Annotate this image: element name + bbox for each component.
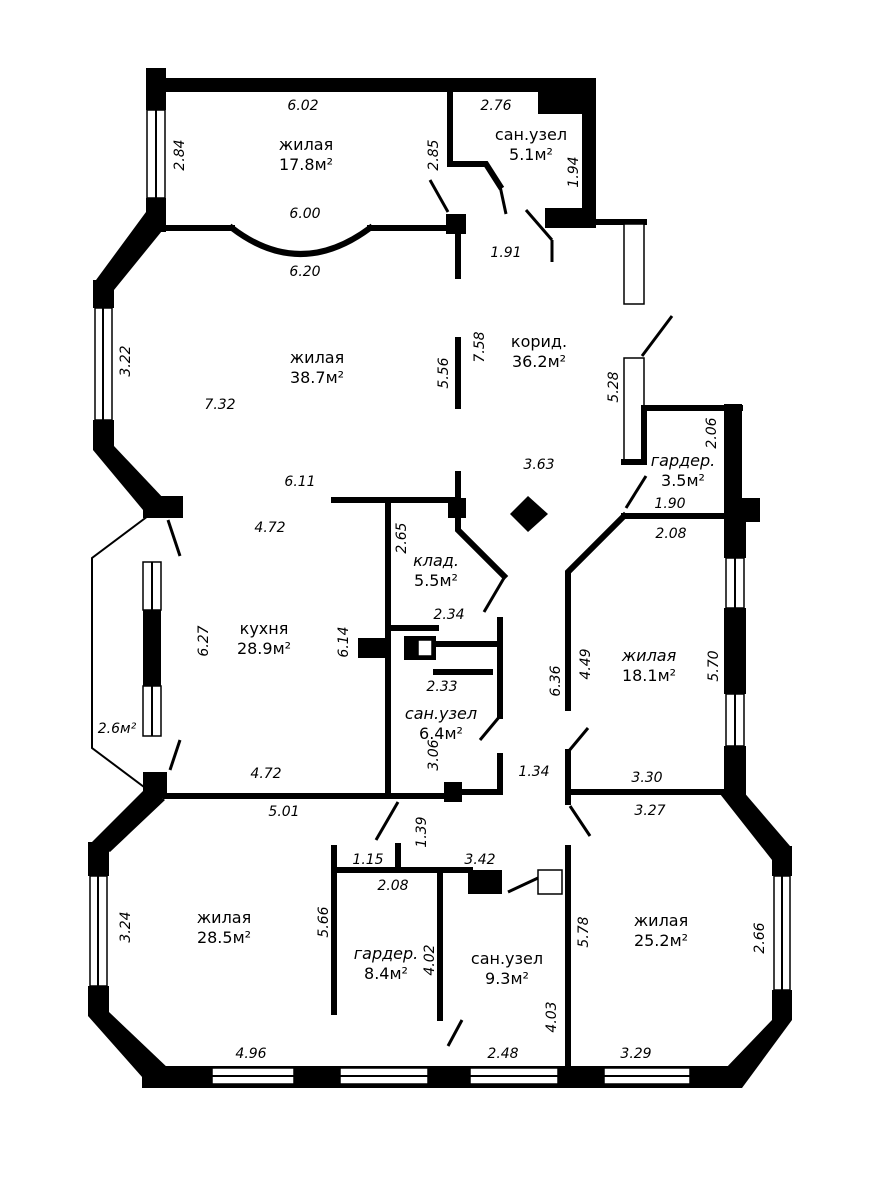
dim-label: 3.63 [523,457,554,473]
dim-label: 2.76 [480,98,511,114]
room-name-wardrobe-2: гардер. [354,944,419,963]
room-name-wardrobe-1: гардер. [651,451,716,470]
dim-label: 6.14 [336,626,352,657]
dim-label: 4.03 [544,1001,560,1032]
room-area-living-4: 28.5м² [197,928,251,947]
room-name-living-2: жилая [290,348,344,367]
dim-label: 2.08 [377,878,408,894]
dim-label: 6.27 [196,625,212,656]
dim-label: 7.32 [204,397,235,413]
dim-label: 2.33 [426,679,457,695]
dim-label: 1.90 [654,496,685,512]
dim-label: 3.42 [464,852,495,868]
room-name-living-5: жилая [634,911,688,930]
room-area-storage: 5.5м² [414,571,458,590]
room-name-storage: клад. [413,551,459,570]
dim-label: 2.34 [433,607,464,623]
room-name-bath-1: сан.узел [495,125,567,144]
room-area-living-2: 38.7м² [290,368,344,387]
dim-label: 2.66 [752,922,768,953]
dim-label: 5.70 [706,650,722,681]
room-name-living-3: жилая [621,646,677,665]
dim-label: 1.39 [414,816,430,847]
dim-label: 2.6м² [98,721,137,737]
room-area-bath-2: 6.4м² [419,724,463,743]
dim-label: 2.84 [172,139,188,170]
room-area-living-5: 25.2м² [634,931,688,950]
room-area-corridor: 36.2м² [512,352,566,371]
room-name-bath-2: сан.узел [405,704,477,723]
dim-label: 5.01 [268,804,299,820]
dim-label: 6.20 [289,264,320,280]
dim-label: 5.56 [436,357,452,388]
room-name-living-4: жилая [197,908,251,927]
room-area-kitchen: 28.9м² [237,639,291,658]
dim-label: 2.48 [487,1046,518,1062]
room-area-wardrobe-1: 3.5м² [661,471,705,490]
dim-label: 2.08 [655,526,686,542]
dim-label: 4.96 [235,1046,266,1062]
dim-label: 3.22 [118,345,134,376]
dim-label: 5.66 [316,906,332,937]
dim-label: 5.28 [606,371,622,402]
dim-label: 3.29 [620,1046,651,1062]
room-labels: жилая 17.8м² сан.узел 5.1м² жилая 38.7м²… [197,125,715,988]
dim-label: 1.15 [352,852,383,868]
doors [166,179,674,1047]
dim-label: 4.72 [254,520,285,536]
dim-label: 3.06 [426,739,442,770]
room-area-living-3: 18.1м² [622,666,676,685]
dimension-labels: 6.02 2.76 2.84 2.85 1.94 6.00 1.91 6.20 … [98,98,768,1062]
interior-walls [163,89,727,1069]
dim-label: 6.36 [548,665,564,696]
windows [89,109,791,1085]
dim-label: 7.58 [472,331,488,362]
dim-label: 3.24 [118,911,134,942]
dim-label: 1.94 [566,156,582,187]
room-area-bath-3: 9.3м² [485,969,529,988]
room-name-kitchen: кухня [240,619,289,638]
room-name-corridor: корид. [511,332,567,351]
room-name-bath-3: сан.узел [471,949,543,968]
dim-label: 4.72 [250,766,281,782]
dim-label: 6.02 [287,98,318,114]
dim-label: 1.34 [518,764,549,780]
dim-label: 2.65 [394,522,410,553]
room-name-living-1: жилая [279,135,333,154]
dim-label: 1.91 [490,245,521,261]
room-area-living-1: 17.8м² [279,155,333,174]
dim-label: 6.00 [289,206,320,222]
dim-label: 2.06 [704,417,720,448]
dim-label: 5.78 [576,916,592,947]
dim-label: 4.02 [422,944,438,975]
dim-label: 3.27 [634,803,665,819]
dim-label: 4.49 [578,648,594,679]
room-area-wardrobe-2: 8.4м² [364,964,408,983]
dim-label: 6.11 [284,474,315,490]
room-area-bath-1: 5.1м² [509,145,553,164]
dim-label: 3.30 [631,770,662,786]
dim-label: 2.85 [426,139,442,170]
